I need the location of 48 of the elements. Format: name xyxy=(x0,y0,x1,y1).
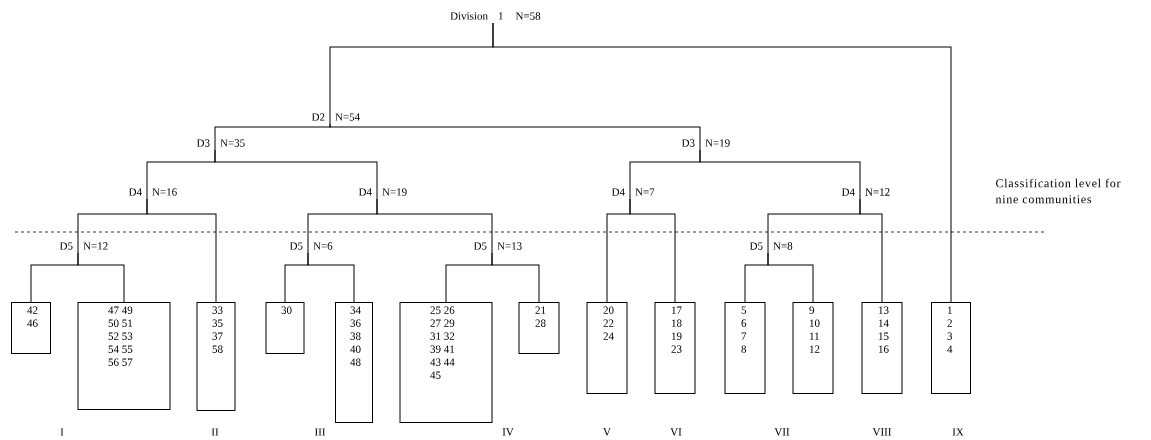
division-label: D4 N=12 xyxy=(841,188,890,196)
dendrogram-branch xyxy=(491,252,540,303)
division-label: D5 N=13 xyxy=(473,242,522,250)
dendrogram-branch xyxy=(146,198,217,303)
community-numeral: II xyxy=(211,428,219,436)
community-numeral: VI xyxy=(670,428,682,436)
division-label: D4 N=7 xyxy=(611,188,655,196)
community-box: 30 xyxy=(265,302,305,354)
division-label: D4 N=19 xyxy=(358,188,407,196)
annotation-text: Classification level for nine communities xyxy=(995,178,1121,204)
dendrogram-branch xyxy=(629,198,676,303)
dendrogram-branch xyxy=(214,123,331,151)
community-numeral: VIII xyxy=(872,428,892,436)
dendrogram-branch xyxy=(77,252,125,303)
division-label: D5 N=6 xyxy=(289,242,333,250)
community-box: 21 28 xyxy=(518,302,560,354)
dendrogram-branch xyxy=(859,198,883,303)
community-numeral: IV xyxy=(502,428,514,436)
division-label: D5 N=12 xyxy=(59,242,108,250)
dendrogram-branch xyxy=(492,22,952,303)
community-box: 9 10 11 12 xyxy=(792,302,834,394)
community-box: 13 14 15 16 xyxy=(861,302,903,394)
community-box: 34 36 38 40 48 xyxy=(335,302,373,423)
dendrogram-branch xyxy=(767,252,814,303)
division-label: D3 N=19 xyxy=(681,139,730,147)
community-box: 17 18 19 23 xyxy=(654,302,696,394)
community-box: 47 49 50 51 52 53 54 55 56 57 xyxy=(77,302,171,410)
community-numeral: V xyxy=(603,428,611,436)
division-label: D3 N=35 xyxy=(196,139,245,147)
community-box: 33 35 37 58 xyxy=(196,302,236,411)
community-numeral: VII xyxy=(774,428,790,436)
community-box: 25 26 27 29 31 32 39 41 43 44 45 xyxy=(399,302,493,423)
division-label: D4 N=16 xyxy=(128,188,177,196)
dendrogram-branch xyxy=(376,198,493,254)
community-numeral: I xyxy=(60,428,64,436)
community-numeral: III xyxy=(314,428,326,436)
dendrogram-branch xyxy=(307,252,355,303)
dendrogram-branch xyxy=(329,123,701,151)
division-label: D5 N=8 xyxy=(749,242,793,250)
community-box: 42 46 xyxy=(11,302,51,354)
division-label: D2 N=54 xyxy=(311,113,360,121)
community-box: 1 2 3 4 xyxy=(931,302,971,394)
community-box: 5 6 7 8 xyxy=(724,302,766,394)
division-label: Division 1 N=58 xyxy=(450,12,541,20)
dendrogram-branch xyxy=(699,149,861,200)
dendrogram-branch xyxy=(214,149,378,200)
community-box: 20 22 24 xyxy=(586,302,628,394)
community-numeral: IX xyxy=(952,428,964,436)
